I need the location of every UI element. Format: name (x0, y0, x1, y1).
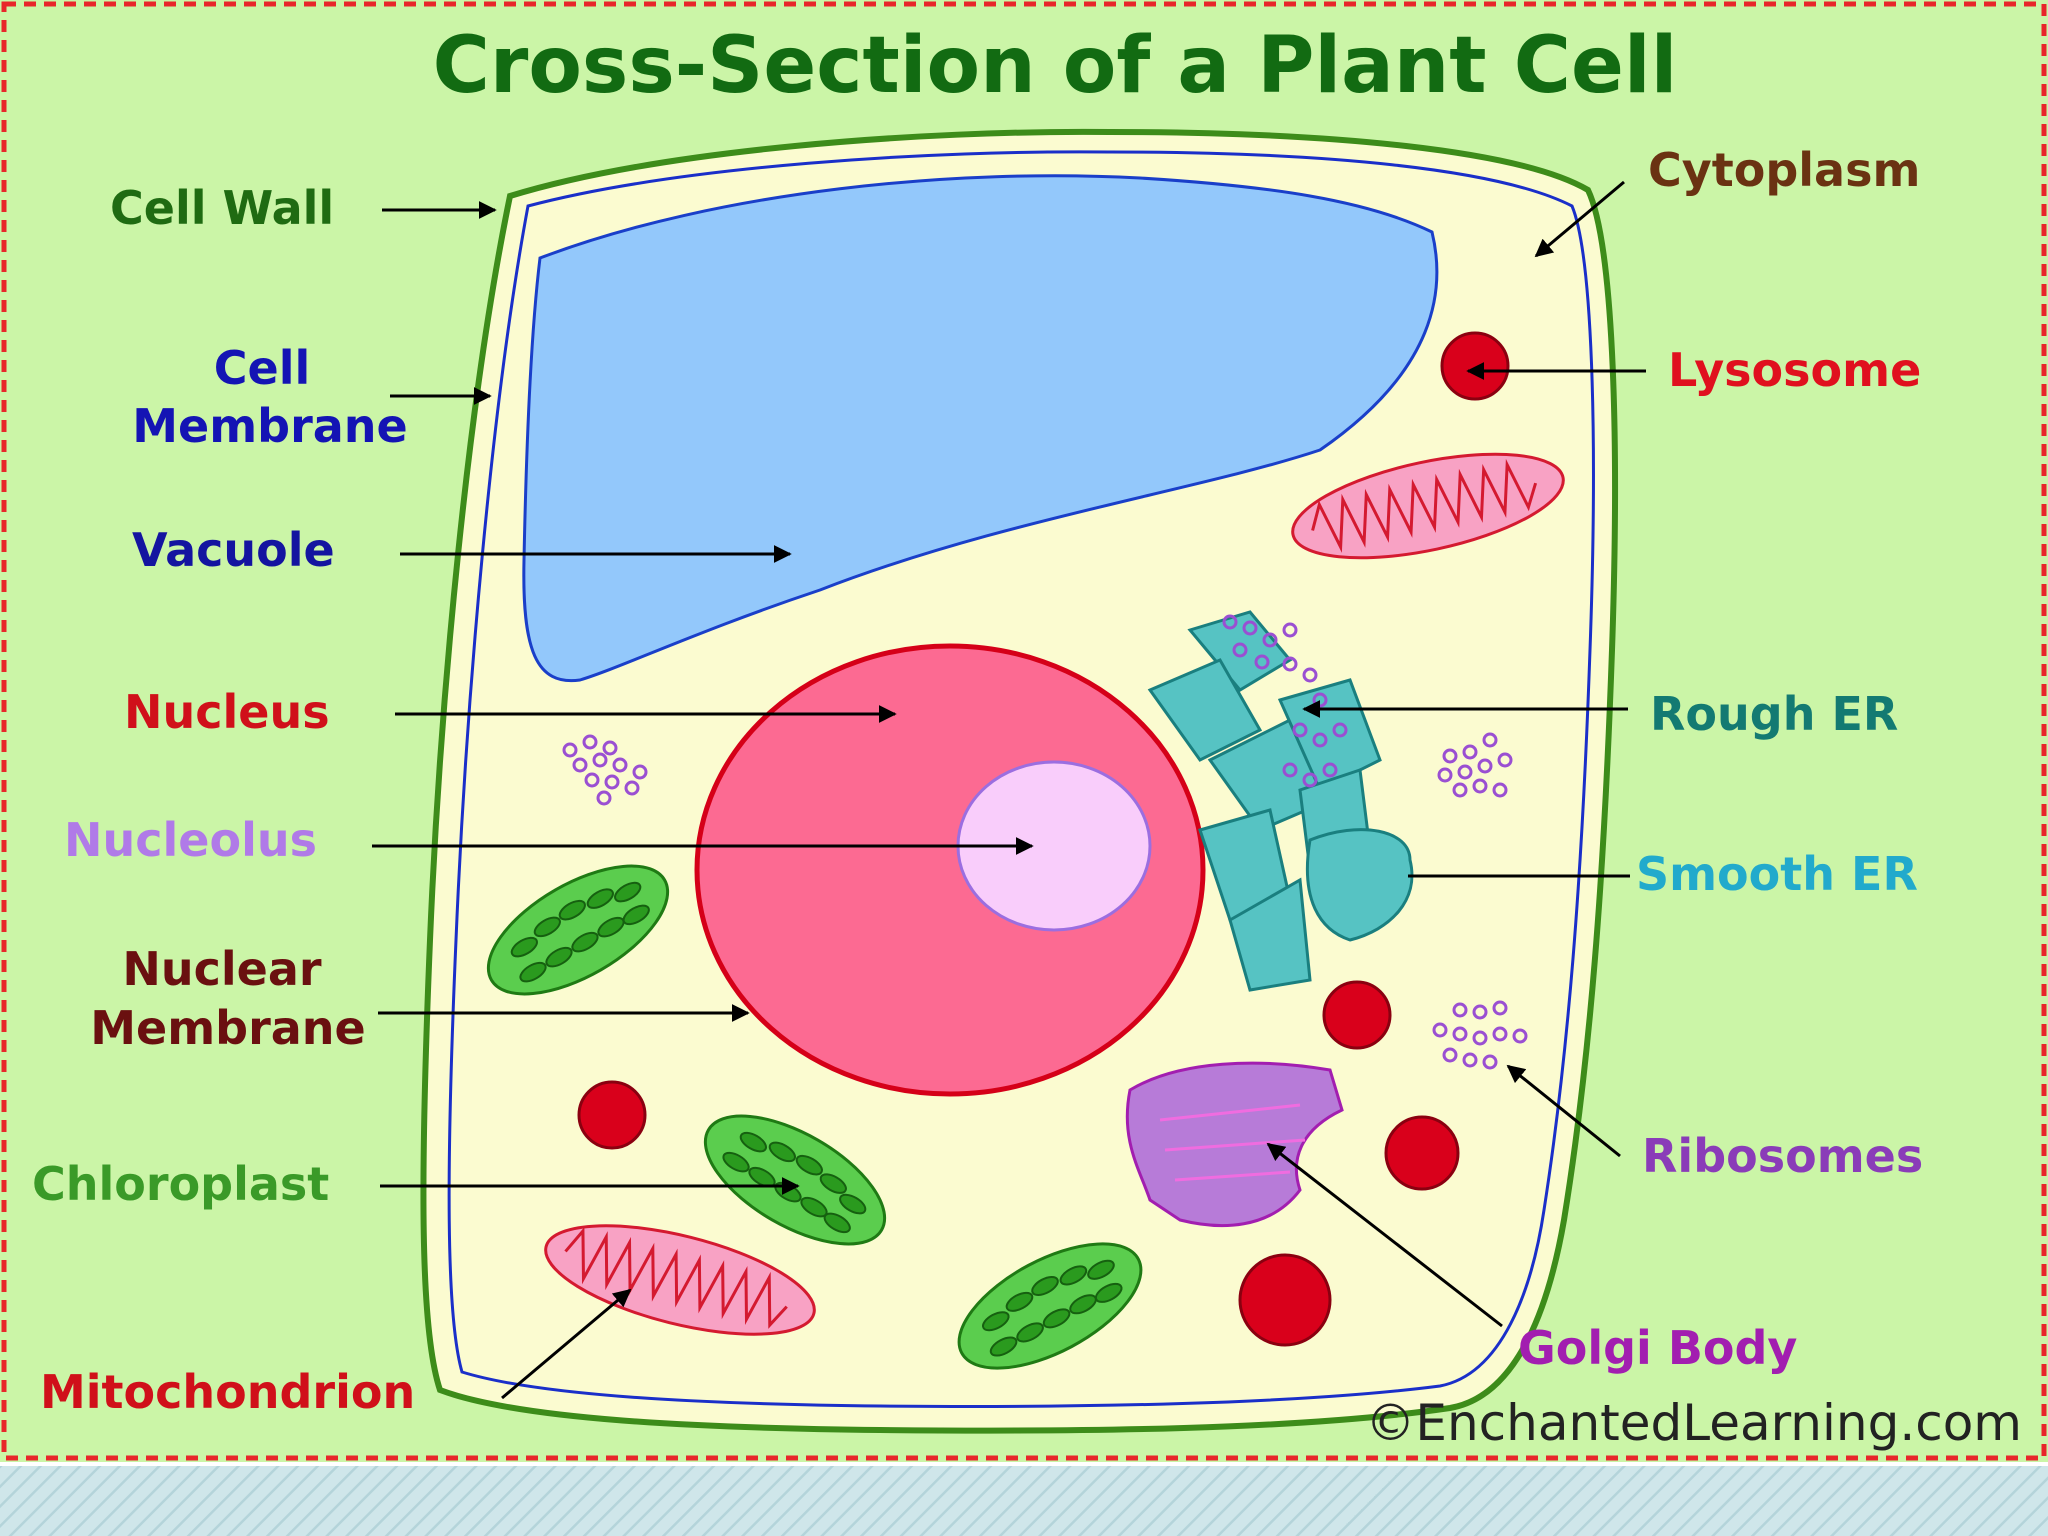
label-nuclear-membrane-line-2: Membrane (90, 1001, 366, 1055)
leader-ribosomes (1506, 1064, 1621, 1158)
label-cell-wall: Cell Wall (110, 181, 334, 235)
golgi-body (1125, 1061, 1344, 1228)
chloroplast-3 (957, 1242, 1143, 1370)
ribosomes-cluster-3 (1432, 1000, 1528, 1070)
ribosomes-cluster-1 (562, 734, 648, 806)
lysosome-4 (1384, 1115, 1460, 1191)
lysosome-5 (1238, 1253, 1332, 1347)
cell-membrane (447, 150, 1595, 1408)
lysosome-3 (1322, 980, 1392, 1050)
label-smooth-er: Smooth ER (1636, 847, 1918, 901)
label-golgi-body: Golgi Body (1518, 1321, 1797, 1375)
label-nuclear-membrane-line-1: Nuclear (122, 942, 322, 996)
label-nucleus: Nucleus (124, 685, 330, 739)
label-cell-membrane-line-1: Cell (214, 341, 311, 395)
rough-er (1147, 610, 1382, 992)
leader-cytoplasm (1534, 180, 1625, 258)
leader-golgi-body (1266, 1142, 1503, 1328)
page-title: Cross-Section of a Plant Cell (433, 21, 1678, 111)
lysosome-1 (1440, 331, 1510, 401)
label-rough-er: Rough ER (1650, 687, 1898, 741)
dashed-border (1, 1, 2047, 1461)
nucleus (694, 643, 1206, 1097)
copyright-text: ©EnchantedLearning.com (1365, 1394, 2022, 1452)
lysosome-2 (577, 1080, 647, 1150)
label-cytoplasm: Cytoplasm (1648, 143, 1920, 197)
ribosomes-on-er (1222, 614, 1348, 788)
label-chloroplast: Chloroplast (32, 1157, 329, 1211)
leader-mitochondrion (501, 1288, 632, 1400)
label-nucleolus: Nucleolus (64, 813, 317, 867)
mitochondrion-1 (1291, 452, 1565, 560)
smooth-er (1305, 828, 1414, 942)
label-cell-membrane-line-2: Membrane (132, 399, 408, 453)
chloroplast-1 (486, 864, 670, 996)
mitochondrion-2 (544, 1224, 816, 1336)
ribosomes-cluster-2 (1437, 732, 1513, 798)
label-lysosome: Lysosome (1668, 343, 1921, 397)
footer-stripes (0, 1466, 2048, 1536)
label-vacuole: Vacuole (132, 523, 335, 577)
label-mitochondrion: Mitochondrion (40, 1365, 415, 1419)
label-ribosomes: Ribosomes (1642, 1129, 1923, 1183)
